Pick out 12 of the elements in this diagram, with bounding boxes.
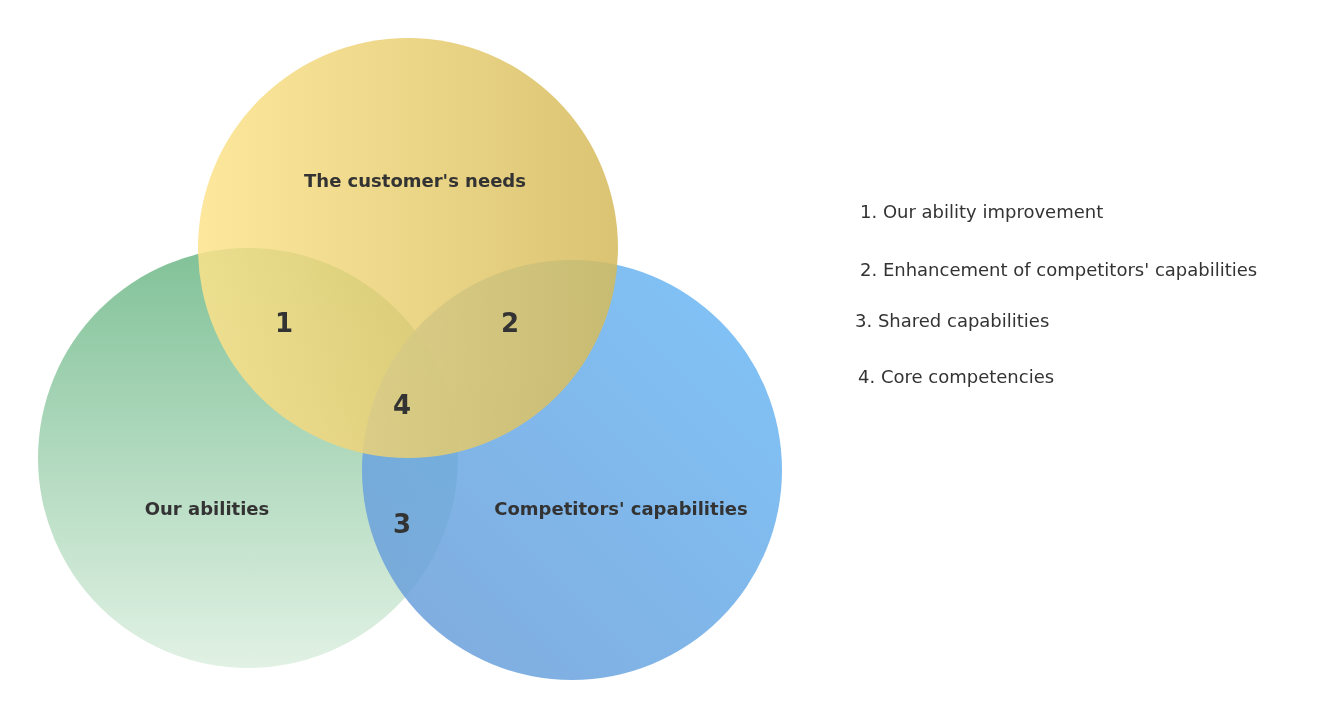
region-number: 2 [500,308,520,338]
region-number: 3 [392,509,412,539]
legend-item: 1. Our ability improvement [860,200,1104,222]
circle-label: The customer's needs [304,169,526,191]
region-number: 1 [274,308,294,338]
venn-circle [198,38,618,458]
circle-label: Our abilities [144,497,270,519]
region-number: 4 [392,390,412,420]
legend-item: 2. Enhancement of competitors' capabilities [860,258,1258,280]
legend-item: 3. Shared capabilities [855,309,1050,331]
circle-label: Competitors' capabilities [494,497,748,519]
legend-item: 4. Core competencies [858,365,1055,387]
